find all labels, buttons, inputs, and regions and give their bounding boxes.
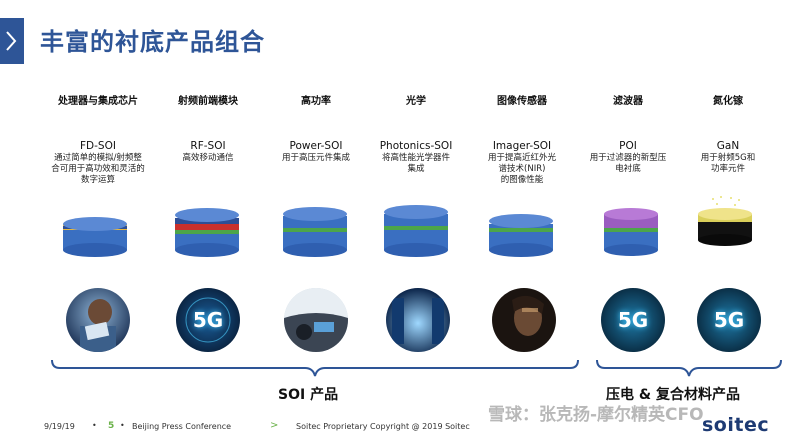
wafer-stack-imager-soi bbox=[488, 212, 554, 260]
soi-group-bracket bbox=[51, 359, 579, 377]
product-name: Power-SOI bbox=[289, 140, 343, 152]
slide-tab-marker bbox=[0, 18, 24, 64]
5g-label: 5G bbox=[713, 308, 745, 332]
category-label: 图像传感器 bbox=[497, 96, 547, 107]
page-number: 5 bbox=[108, 421, 115, 431]
footer-bullet: • bbox=[120, 421, 125, 430]
product-description: 用于高压元件集成 bbox=[281, 153, 350, 163]
5g-label: 5G bbox=[617, 308, 649, 332]
piezo-group-label: 压电 & 复合材料产品 bbox=[606, 387, 740, 403]
product-description: 用于过滤器的新型压 电衬底 bbox=[589, 153, 667, 174]
product-name: Imager-SOI bbox=[492, 140, 552, 152]
piezo-group-bracket bbox=[596, 359, 782, 377]
photo-face-scan bbox=[492, 288, 556, 352]
wafer-stack-gan bbox=[697, 196, 753, 252]
product-name: RF-SOI bbox=[190, 140, 226, 152]
product-name: GaN bbox=[716, 140, 740, 152]
5g-label: 5G bbox=[192, 308, 224, 332]
footer-copyright: Soitec Proprietary Copyright @ 2019 Soit… bbox=[296, 422, 470, 431]
chevron-right-icon: > bbox=[270, 420, 279, 431]
wafer-stack-power-soi bbox=[282, 204, 348, 260]
product-description: 高效移动通信 bbox=[182, 153, 234, 163]
wafer-stack-fd-soi bbox=[62, 216, 128, 260]
product-description: 用于射频5G和 功率元件 bbox=[700, 153, 756, 174]
soi-group-label: SOI 产品 bbox=[278, 387, 339, 403]
product-description: 将高性能光学器件 集成 bbox=[381, 153, 450, 174]
product-description: 用于提高近红外光 谱技术(NIR) 的图像性能 bbox=[487, 153, 556, 185]
page-title: 丰富的衬底产品组合 bbox=[40, 28, 265, 56]
footer-date: 9/19/19 bbox=[44, 422, 75, 431]
photo-5g-network: 5G bbox=[176, 288, 240, 352]
wafer-stack-rf-soi bbox=[174, 206, 240, 260]
wafer-stack-poi bbox=[603, 206, 659, 260]
product-description: 通过简单的模拟/射频整 合可用于高功效和灵活的 数字运算 bbox=[51, 153, 145, 185]
footer-bullet: • bbox=[92, 421, 97, 430]
photo-car-dashboard bbox=[284, 288, 348, 352]
product-name: FD-SOI bbox=[80, 140, 116, 152]
wafer-stack-photonics-soi bbox=[383, 202, 449, 260]
photo-5g-poi: 5G bbox=[601, 288, 665, 352]
category-label: 氮化镓 bbox=[713, 96, 743, 107]
footer-event: Beijing Press Conference bbox=[132, 422, 232, 431]
category-label: 射频前端模块 bbox=[178, 96, 238, 107]
photo-datacenter bbox=[386, 288, 450, 352]
category-label: 滤波器 bbox=[613, 96, 643, 107]
soitec-logo: soitec bbox=[702, 414, 770, 436]
category-label: 光学 bbox=[406, 96, 426, 107]
category-label: 高功率 bbox=[301, 96, 331, 107]
photo-5g-gan: 5G bbox=[697, 288, 761, 352]
chevron-right-icon bbox=[6, 31, 17, 51]
category-label: 处理器与集成芯片 bbox=[58, 96, 138, 107]
watermark: 雪球：张克扬-摩尔精英CFO bbox=[488, 405, 704, 425]
product-name: Photonics-SOI bbox=[379, 140, 453, 152]
photo-tablet-user bbox=[66, 288, 130, 352]
product-name: POI bbox=[619, 140, 637, 152]
